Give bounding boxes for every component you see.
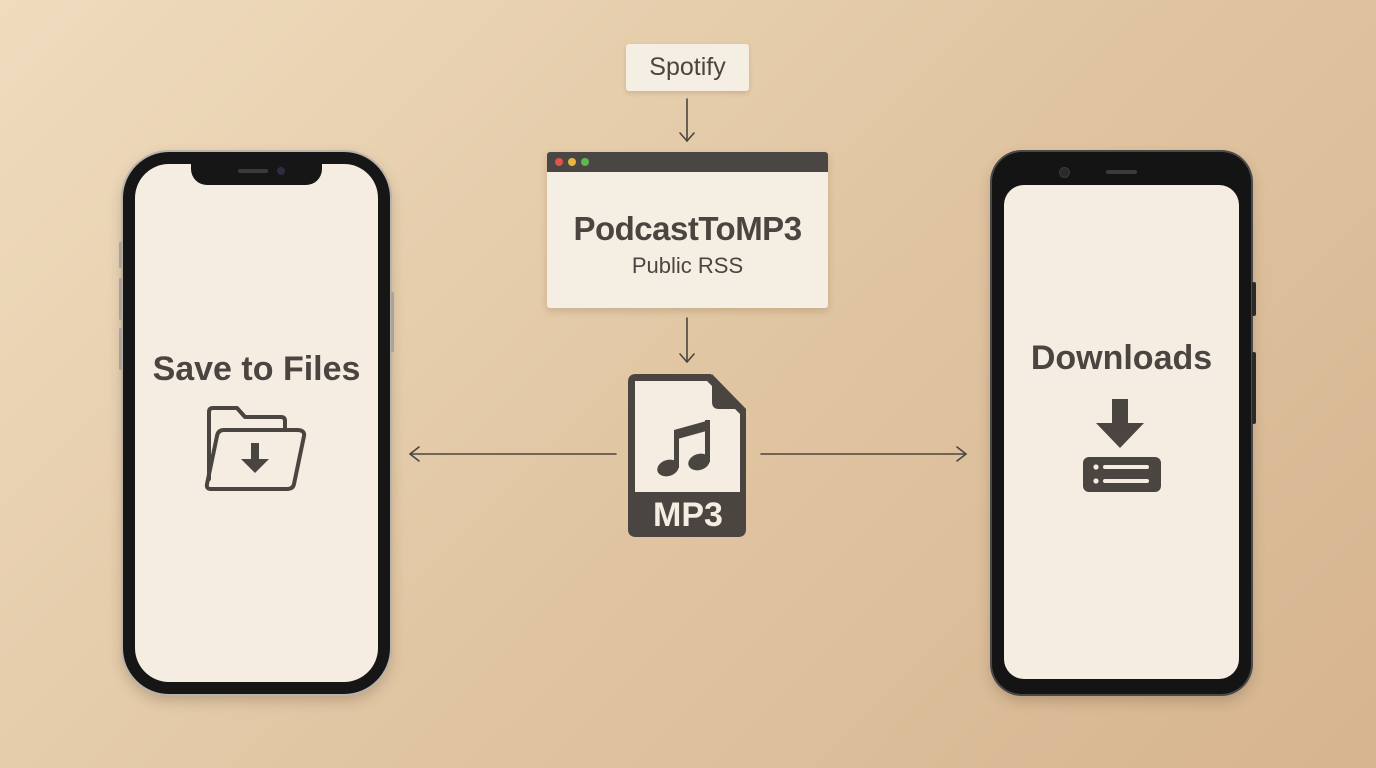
iphone-screen: Save to Files xyxy=(135,164,378,682)
source-label: Spotify xyxy=(649,53,726,81)
android-screen: Downloads xyxy=(1004,185,1239,679)
android-volume-rocker xyxy=(1252,352,1256,424)
converter-name: PodcastToMP3 xyxy=(573,210,802,247)
download-tray-icon xyxy=(1083,399,1161,492)
window-titlebar xyxy=(547,152,828,172)
ios-destination-label: Save to Files xyxy=(152,350,361,388)
iphone-power-button xyxy=(391,292,394,352)
android-power-button xyxy=(1252,282,1256,316)
mp3-label: MP3 xyxy=(653,496,723,534)
android-speaker xyxy=(1106,170,1137,174)
iphone-notch xyxy=(191,162,322,185)
arrow-mp3-to-android xyxy=(760,446,967,462)
android-phone: Downloads xyxy=(992,152,1256,694)
iphone-volume-down xyxy=(119,328,122,370)
arrow-converter-to-mp3 xyxy=(679,317,695,363)
iphone-speaker xyxy=(238,169,268,173)
iphone: Save to Files xyxy=(119,152,394,694)
window-maximize-dot xyxy=(581,158,589,166)
android-destination-label: Downloads xyxy=(1030,339,1213,377)
arrow-source-to-converter xyxy=(679,98,695,142)
folder-download-icon xyxy=(204,406,307,491)
window-minimize-dot xyxy=(568,158,576,166)
converter-window: PodcastToMP3 Public RSS xyxy=(547,152,828,308)
window-close-dot xyxy=(555,158,563,166)
iphone-silent-switch xyxy=(119,242,122,268)
source-tag: Spotify xyxy=(626,44,749,91)
music-note-icon xyxy=(657,420,710,477)
mp3-file-icon: MP3 xyxy=(628,374,746,537)
iphone-volume-up xyxy=(119,278,122,320)
android-front-camera xyxy=(1060,168,1069,177)
converter-subtitle: Public RSS xyxy=(631,253,744,278)
arrow-mp3-to-ios xyxy=(409,446,617,462)
iphone-front-camera xyxy=(277,167,285,175)
